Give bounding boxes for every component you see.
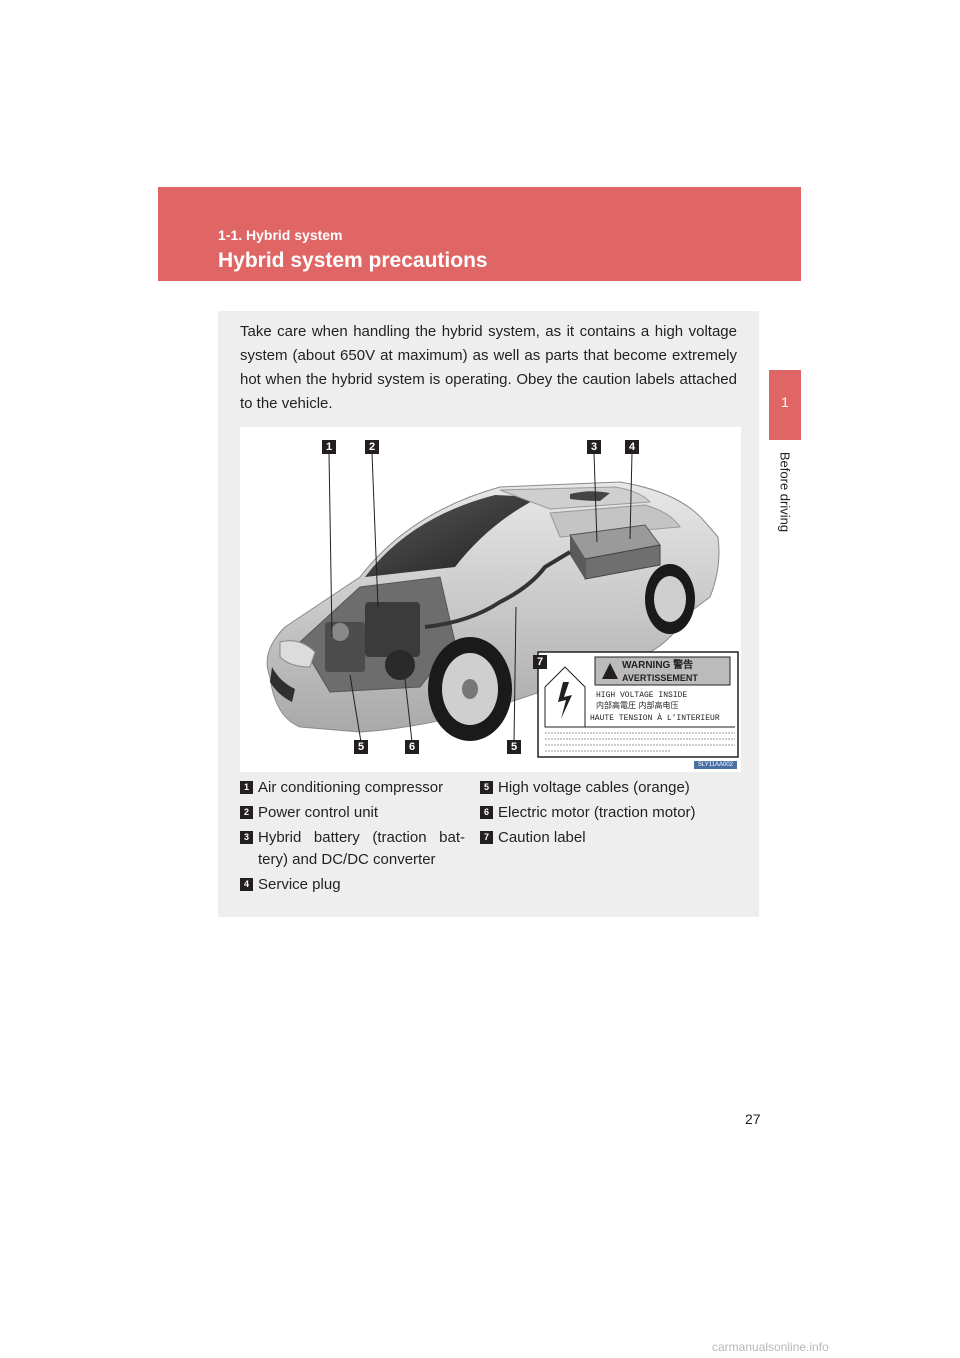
warning-label-line5: HAUTE TENSION À L'INTERIEUR <box>590 714 720 723</box>
callout-4: 4 <box>625 440 639 454</box>
legend-text: Hybrid battery (traction bat- tery) and … <box>258 829 465 868</box>
legend-item: 1 Air conditioning compressor <box>240 777 465 799</box>
legend-number: 2 <box>240 806 253 819</box>
callout-3: 3 <box>587 440 601 454</box>
figure-code: SLY11AA002 <box>694 761 737 769</box>
legend-number: 4 <box>240 878 253 891</box>
legend-text: Power control unit <box>258 804 378 821</box>
legend-item: 7 Caution label <box>480 827 750 849</box>
warning-label-line1: WARNING 警告 <box>622 658 693 671</box>
chapter-label: Before driving <box>778 452 793 532</box>
page-number: 27 <box>745 1111 761 1127</box>
callout-6: 6 <box>405 740 419 754</box>
legend-number: 6 <box>480 806 493 819</box>
warning-label-line3: HIGH VOLTAGE INSIDE <box>596 691 687 700</box>
legend-right: 5 High voltage cables (orange) 6 Electri… <box>480 777 750 852</box>
legend-item: 2 Power control unit <box>240 802 465 824</box>
legend-text: Electric motor (traction motor) <box>498 804 696 821</box>
chapter-number: 1 <box>769 394 801 410</box>
legend-item: 5 High voltage cables (orange) <box>480 777 750 799</box>
car-cutaway-drawing: WARNING 警告 AVERTISSEMENT HIGH VOLTAGE IN… <box>240 427 741 772</box>
watermark: carmanualsonline.info <box>712 1340 829 1354</box>
intro-paragraph: Take care when handling the hybrid syste… <box>240 320 737 416</box>
legend-item: 6 Electric motor (traction motor) <box>480 802 750 824</box>
page-title: Hybrid system precautions <box>218 249 488 273</box>
chapter-tab[interactable]: 1 <box>769 370 801 440</box>
legend-number: 3 <box>240 831 253 844</box>
warning-label-line4: 内部高電圧 内部高电压 <box>596 700 679 710</box>
content-panel: Take care when handling the hybrid syste… <box>218 311 759 917</box>
section-label: 1-1. Hybrid system <box>218 227 343 243</box>
legend-text: Caution label <box>498 829 586 846</box>
legend-number: 5 <box>480 781 493 794</box>
warning-label-line2: AVERTISSEMENT <box>622 673 698 683</box>
legend-number: 1 <box>240 781 253 794</box>
callout-5-left: 5 <box>354 740 368 754</box>
legend-left: 1 Air conditioning compressor 2 Power co… <box>240 777 465 899</box>
callout-1: 1 <box>322 440 336 454</box>
hybrid-system-illustration: WARNING 警告 AVERTISSEMENT HIGH VOLTAGE IN… <box>240 427 741 772</box>
callout-7: 7 <box>533 655 547 669</box>
callout-5-right: 5 <box>507 740 521 754</box>
legend-item: 3 Hybrid battery (traction bat- tery) an… <box>240 827 465 871</box>
legend-text: Air conditioning compressor <box>258 779 443 796</box>
legend-text: High voltage cables (orange) <box>498 779 690 796</box>
legend-item: 4 Service plug <box>240 874 465 896</box>
legend-text: Service plug <box>258 876 341 893</box>
section-header: 1-1. Hybrid system Hybrid system precaut… <box>158 187 801 281</box>
legend-number: 7 <box>480 831 493 844</box>
callout-2: 2 <box>365 440 379 454</box>
